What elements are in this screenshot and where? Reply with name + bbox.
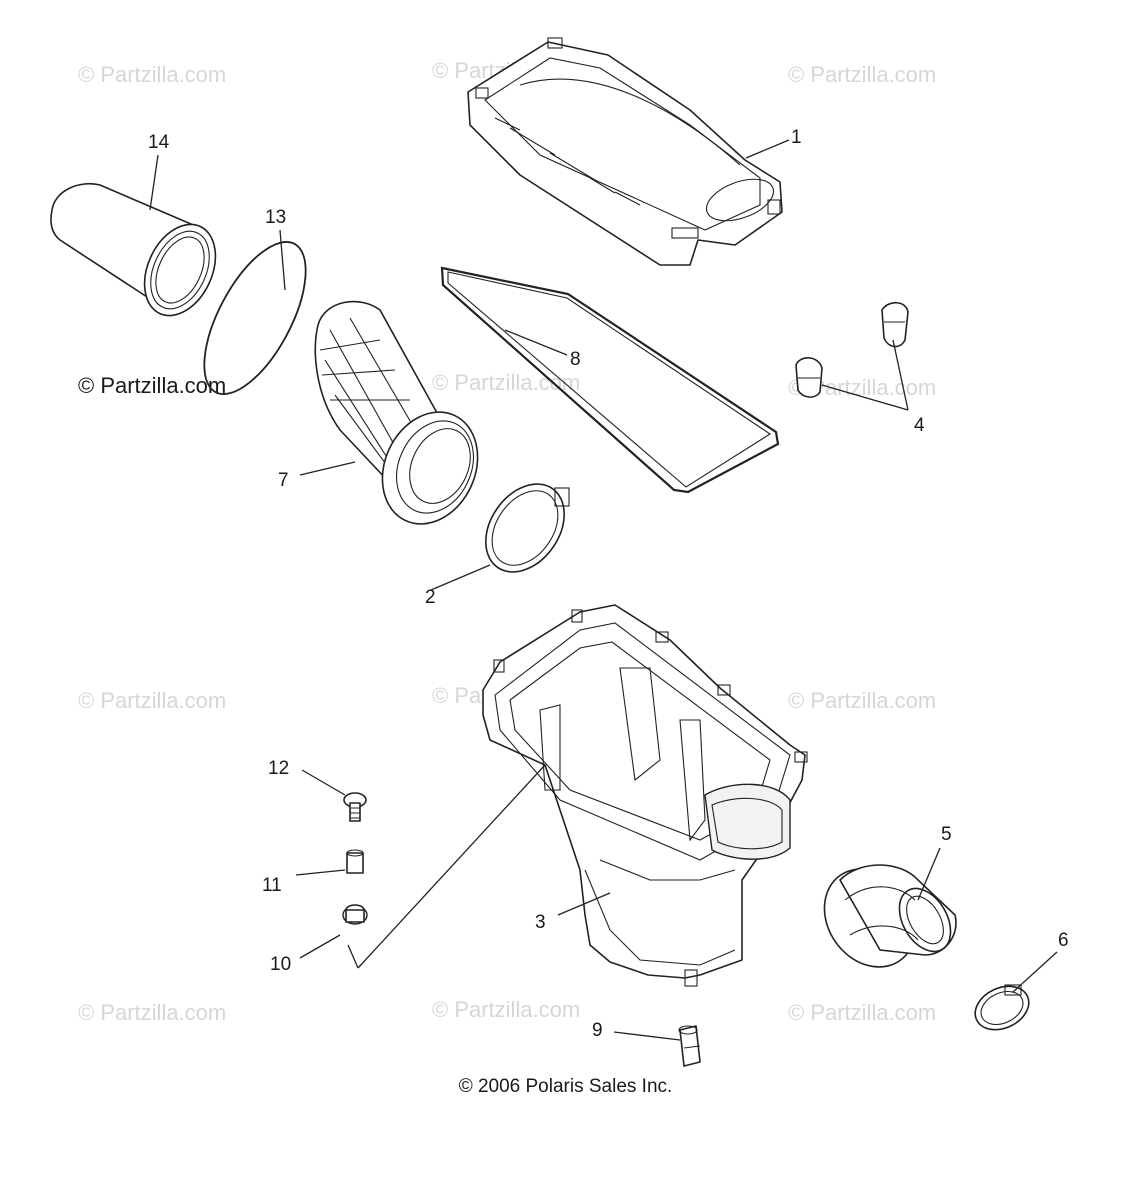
watermark: © Partzilla.com	[78, 373, 226, 398]
part-airbox-cover	[467, 37, 783, 266]
part-gasket-inner	[447, 271, 772, 488]
callout-1: 1	[791, 127, 802, 148]
part-spacer	[346, 849, 364, 874]
part-drain-valve	[678, 1025, 701, 1067]
callout-5: 5	[941, 824, 952, 845]
callout-14: 14	[148, 132, 170, 153]
watermark: © Partzilla.com	[78, 1000, 226, 1025]
watermark: © Partzilla.com	[432, 997, 580, 1022]
watermark: © Partzilla.com	[788, 688, 936, 713]
callout-7: 7	[278, 470, 289, 491]
callout-2: 2	[425, 587, 436, 608]
watermark: © Partzilla.com	[78, 688, 226, 713]
part-clamp-large	[485, 483, 570, 573]
watermark: © Partzilla.com	[78, 62, 226, 87]
watermark: © Partzilla.com	[788, 62, 936, 87]
part-gasket	[440, 266, 780, 494]
part-boot	[823, 864, 957, 968]
part-clamp-small	[974, 984, 1030, 1031]
part-pre-filter	[50, 183, 217, 317]
callout-13: 13	[265, 207, 286, 228]
callout-11: 11	[262, 875, 282, 896]
callout-3: 3	[535, 912, 546, 933]
callout-8: 8	[570, 349, 581, 370]
part-air-filter	[314, 300, 479, 525]
callout-9: 9	[592, 1020, 603, 1041]
callout-6: 6	[1058, 930, 1069, 951]
part-grommet	[342, 904, 368, 925]
callout-4: 4	[914, 415, 925, 436]
callout-12: 12	[268, 758, 289, 779]
callout-10: 10	[270, 954, 291, 975]
copyright-notice: © 2006 Polaris Sales Inc.	[458, 1076, 673, 1097]
watermark: © Partzilla.com	[788, 1000, 936, 1025]
part-clips	[795, 301, 909, 398]
part-airbox-housing	[482, 604, 808, 987]
watermark: © Partzilla.com	[432, 370, 580, 395]
leader-lines	[149, 139, 1058, 1041]
part-o-ring	[203, 241, 307, 395]
part-screw	[343, 792, 367, 822]
